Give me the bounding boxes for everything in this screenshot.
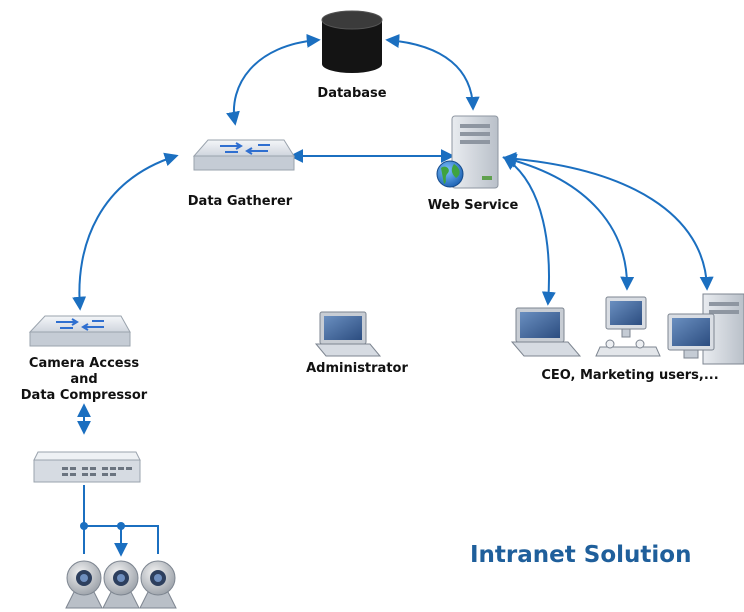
server-icon [451, 115, 499, 189]
camera-access-label-line: and [70, 372, 98, 387]
webcam-icon [65, 560, 103, 609]
webcam-icon [139, 560, 177, 609]
link-database-to-gatherer [226, 33, 321, 126]
junction-dot [117, 522, 125, 530]
tower-icon [667, 293, 744, 365]
database-label: Database [317, 86, 387, 101]
link-database-to-webservice [385, 34, 480, 111]
junction-dot [80, 522, 88, 530]
camera-access-label-line: Data Compressor [20, 388, 148, 403]
link-webservice-to-tower [502, 151, 714, 291]
desktop-icon [595, 296, 661, 357]
connectors [72, 33, 714, 554]
link-hub-to-cameras [83, 485, 159, 554]
webcam-icon [102, 560, 140, 609]
hub-icon [33, 451, 141, 483]
link-gatherer-to-camera-access [72, 152, 179, 311]
laptop-icon [314, 311, 382, 357]
users-label: CEO, Marketing users,... [541, 368, 719, 383]
switch-icon [192, 139, 295, 171]
database-icon [321, 10, 383, 73]
laptop-icon [510, 307, 582, 357]
globe-icon [436, 160, 464, 188]
data-gatherer-label: Data Gatherer [187, 194, 293, 209]
switch-icon [28, 315, 131, 347]
diagram-title: Intranet Solution [470, 542, 692, 568]
camera-access-label: Camera Access and Data Compressor [4, 356, 164, 404]
link-webservice-to-laptop [502, 156, 556, 306]
administrator-label: Administrator [306, 361, 408, 376]
web-service-label: Web Service [427, 198, 519, 213]
camera-access-label-line: Camera Access [28, 356, 140, 371]
